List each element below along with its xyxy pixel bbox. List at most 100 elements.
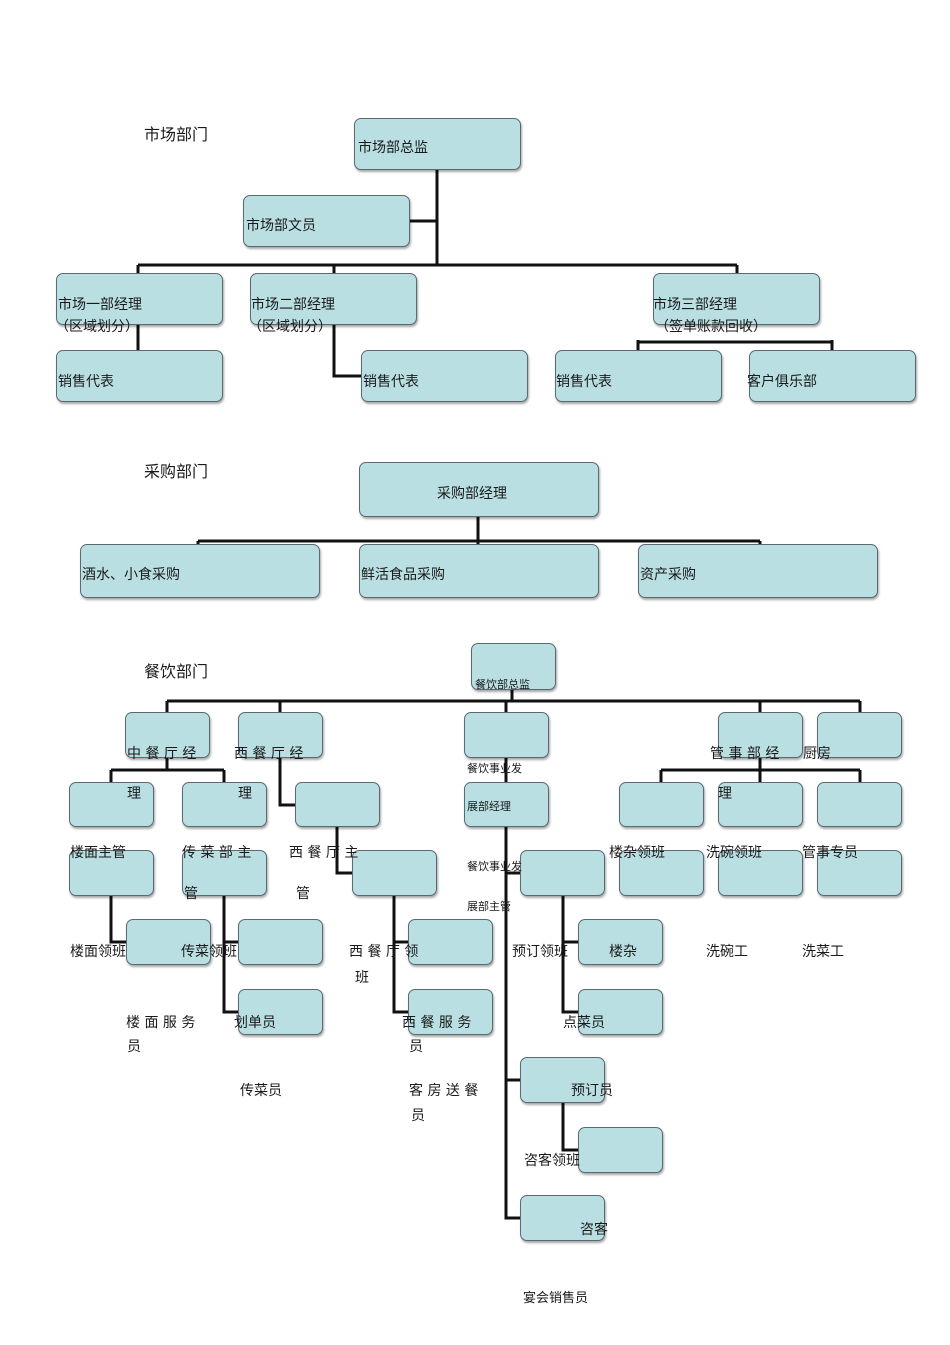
fnb-wst-mgr-label-a: 西 餐 厅 经 (234, 746, 304, 762)
purchase-assets-box (638, 544, 878, 598)
fnb-banquet-sales-label: 宴会销售员 (523, 1291, 589, 1306)
fnb-wst-staff-label-a: 西 餐 服 务 (402, 1015, 472, 1031)
fnb-booking-lead-box (520, 850, 605, 896)
market-director-box (354, 118, 521, 170)
fnb-steward-mgr-label-a: 管 事 部 经 (710, 746, 780, 762)
fnb-misc-box (619, 850, 704, 896)
fnb-veg-washer-box (817, 850, 902, 896)
fnb-serve-sup-label-b: 管 (184, 886, 198, 902)
fnb-misc-label: 楼杂 (609, 944, 637, 960)
fnb-dish-orderer-label: 点菜员 (563, 1015, 605, 1031)
fnb-runner-label: 传菜员 (240, 1083, 282, 1099)
market-m3-label: 市场三部经理 (653, 297, 737, 313)
fnb-floor-staff-label-b: 员 (127, 1039, 141, 1055)
fnb-dept-title: 餐饮部门 (144, 662, 209, 681)
purchase-drinks-box (80, 544, 320, 598)
fnb-dish-lead-box (718, 782, 803, 827)
fnb-dish-orderer-box (578, 919, 663, 965)
market-dept-title: 市场部门 (144, 125, 209, 144)
fnb-wst-lead-label-b: 班 (355, 970, 369, 986)
fnb-wst-staff-box (408, 919, 493, 965)
purchase-assets-label: 资产采购 (640, 567, 696, 583)
market-sales2-box (361, 350, 528, 402)
fnb-kitchen-label: 厨房 (803, 746, 831, 762)
purchase-fresh-box (359, 544, 599, 598)
fnb-wst-lead-box (352, 850, 437, 896)
market-club-label: 客户俱乐部 (747, 374, 817, 390)
fnb-runner-box (238, 989, 323, 1035)
market-director-label: 市场部总监 (358, 140, 428, 156)
fnb-cn-mgr-label-b: 理 (127, 786, 141, 802)
fnb-wst-mgr-label-b: 理 (238, 786, 252, 802)
market-m1-label: 市场一部经理 (58, 297, 142, 313)
fnb-serve-sup-box (182, 782, 267, 827)
fnb-dev-mgr-label-b: 展部经理 (467, 800, 511, 813)
fnb-dev-sup-box (464, 782, 549, 827)
fnb-steward-mgr-label-b: 理 (718, 786, 732, 802)
fnb-steward-spec-box (817, 782, 902, 827)
fnb-steward-mgr-box (718, 712, 803, 758)
fnb-wst-sup-label-a: 西 餐 厅 主 (289, 845, 359, 861)
fnb-banquet-sales-box (520, 1195, 605, 1241)
fnb-kitchen-box (817, 712, 902, 758)
fnb-host-label: 咨客 (580, 1222, 608, 1238)
purchase-fresh-label: 鲜活食品采购 (361, 567, 445, 583)
fnb-cn-mgr-box (125, 712, 210, 758)
fnb-host-box (578, 1127, 663, 1173)
fnb-steward-spec-label: 管事专员 (802, 845, 858, 861)
market-m2-note: （区域划分） (248, 319, 332, 335)
market-sales3-box (555, 350, 722, 402)
fnb-room-service-box (408, 989, 493, 1035)
fnb-dev-mgr-label-a: 餐饮事业发 (467, 762, 522, 775)
market-m2-box (250, 273, 417, 325)
fnb-dishwasher-box (718, 850, 803, 896)
fnb-floor-lead-box (69, 850, 154, 896)
fnb-serve-lead-label: 传菜领班 (181, 944, 237, 960)
fnb-veg-washer-label: 洗菜工 (802, 944, 844, 960)
fnb-floor-sup-box (69, 782, 154, 827)
fnb-serve-sup-label-a: 传 菜 部 主 (182, 845, 252, 861)
fnb-dev-sup-label-a: 餐饮事业发 (467, 860, 522, 873)
purchase-manager-box (359, 462, 599, 517)
market-clerk-box (243, 195, 410, 247)
fnb-serve-lead-box (182, 850, 267, 896)
fnb-misc-lead-box (619, 782, 704, 827)
fnb-floor-staff-box (126, 919, 211, 965)
fnb-wst-sup-label-b: 管 (296, 886, 310, 902)
fnb-misc-lead-label: 楼杂领班 (609, 845, 665, 861)
fnb-director-label: 餐饮部总监 (475, 678, 530, 691)
fnb-host-lead-label: 咨客领班 (524, 1153, 580, 1169)
fnb-booking-clerk-label: 预订员 (571, 1083, 613, 1099)
fnb-director-box (471, 643, 556, 690)
fnb-cn-mgr-label-a: 中 餐 厅 经 (127, 746, 197, 762)
market-sales2-label: 销售代表 (363, 374, 419, 390)
fnb-wst-sup-box (295, 782, 380, 827)
fnb-dishwasher-label: 洗碗工 (706, 944, 748, 960)
market-m1-note: （区域划分） (55, 319, 139, 335)
market-sales1-label: 销售代表 (58, 374, 114, 390)
fnb-floor-lead-label: 楼面领班 (70, 944, 126, 960)
fnb-wst-mgr-box (238, 712, 323, 758)
fnb-booking-clerk-box (578, 989, 663, 1035)
purchase-dept-title: 采购部门 (144, 462, 209, 481)
market-sales1-box (56, 350, 223, 402)
fnb-dish-lead-label: 洗碗领班 (706, 845, 762, 861)
fnb-order-clerk-box (238, 919, 323, 965)
market-m3-box (653, 273, 820, 325)
fnb-floor-staff-label-a: 楼 面 服 务 (126, 1015, 196, 1031)
fnb-wst-staff-label-b: 员 (409, 1039, 423, 1055)
fnb-booking-lead-label: 预订领班 (512, 944, 568, 960)
fnb-floor-sup-label: 楼面主管 (70, 845, 126, 861)
purchase-drinks-label: 酒水、小食采购 (82, 567, 180, 583)
fnb-room-service-label-a: 客 房 送 餐 (409, 1083, 479, 1099)
market-m1-box (56, 273, 223, 325)
market-clerk-label: 市场部文员 (246, 218, 316, 234)
purchase-manager-label: 采购部经理 (437, 486, 507, 502)
fnb-dev-sup-label-b: 展部主管 (467, 900, 511, 913)
market-sales3-label: 销售代表 (556, 374, 612, 390)
fnb-wst-lead-label-a: 西 餐 厅 领 (349, 944, 419, 960)
fnb-host-lead-box (520, 1057, 605, 1103)
fnb-order-clerk-label: 划单员 (234, 1015, 276, 1031)
fnb-room-service-label-b: 员 (411, 1108, 425, 1124)
